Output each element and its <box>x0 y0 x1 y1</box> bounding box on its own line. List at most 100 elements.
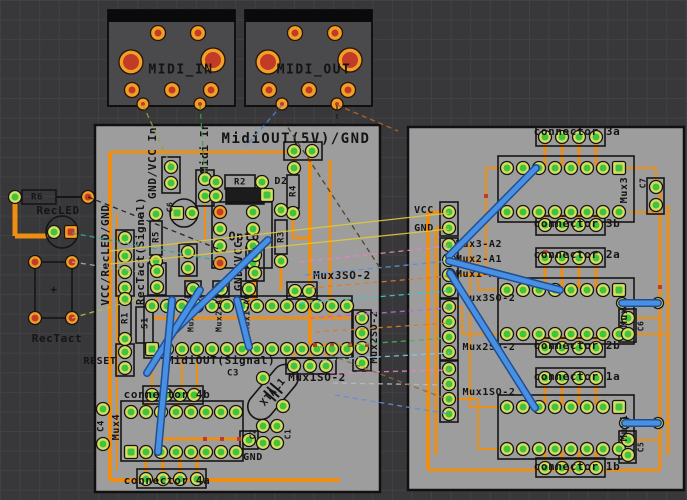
pad-g[interactable] <box>579 441 595 457</box>
pad-g[interactable] <box>279 341 295 357</box>
jumper-wire[interactable] <box>155 297 175 455</box>
pad-g[interactable] <box>245 204 261 220</box>
jumper-wire[interactable] <box>447 270 538 411</box>
pad-g[interactable] <box>155 471 171 487</box>
pad-g[interactable] <box>189 471 205 487</box>
component-outline[interactable] <box>34 261 73 319</box>
pad-g[interactable] <box>172 471 188 487</box>
pad-rr[interactable] <box>80 189 96 205</box>
pad-g[interactable] <box>241 281 257 297</box>
pad-g[interactable] <box>563 326 579 342</box>
pad-g[interactable] <box>515 204 531 220</box>
pad-g[interactable] <box>198 444 214 460</box>
pad-g[interactable] <box>339 298 355 314</box>
pad-g[interactable] <box>595 282 611 298</box>
pad-g[interactable] <box>441 391 457 407</box>
pad-r[interactable] <box>149 24 167 42</box>
pad-r[interactable] <box>123 81 141 99</box>
pad-g[interactable] <box>183 444 199 460</box>
pad-g[interactable] <box>213 444 229 460</box>
pad-g[interactable] <box>168 444 184 460</box>
pad-g[interactable] <box>138 471 154 487</box>
pad-g[interactable] <box>208 188 224 204</box>
pad-g[interactable] <box>219 341 235 357</box>
pad-g[interactable] <box>571 217 587 233</box>
pad-g[interactable] <box>547 204 563 220</box>
pad-g[interactable] <box>212 238 228 254</box>
component-outline[interactable] <box>285 357 337 375</box>
pad-r[interactable] <box>163 81 181 99</box>
pad-g[interactable] <box>441 361 457 377</box>
pad-rq[interactable] <box>63 224 79 240</box>
pad-g[interactable] <box>499 282 515 298</box>
pad-g[interactable] <box>117 344 133 360</box>
pad-r[interactable] <box>202 81 220 99</box>
pad-g[interactable] <box>441 376 457 392</box>
pad-g[interactable] <box>588 129 604 145</box>
pad-g[interactable] <box>547 441 563 457</box>
component-outline[interactable] <box>535 247 606 268</box>
pad-g[interactable] <box>198 404 214 420</box>
pad-g[interactable] <box>537 129 553 145</box>
pad-g[interactable] <box>228 444 244 460</box>
component-outline[interactable] <box>439 201 459 237</box>
pad-g[interactable] <box>149 263 165 279</box>
component-outline[interactable] <box>283 141 323 161</box>
component-outline[interactable] <box>240 280 258 298</box>
pad-gq[interactable] <box>169 205 185 221</box>
pad-r[interactable] <box>339 81 357 99</box>
pad-rl[interactable] <box>118 49 144 75</box>
pad-g[interactable] <box>144 387 160 403</box>
pad-g[interactable] <box>174 341 190 357</box>
pad-g[interactable] <box>554 217 570 233</box>
pad-g[interactable] <box>286 160 302 176</box>
pad-g[interactable] <box>273 253 289 269</box>
pad-g[interactable] <box>537 340 553 356</box>
pad-g[interactable] <box>138 444 154 460</box>
pad-g[interactable] <box>595 399 611 415</box>
pad-g[interactable] <box>441 204 457 220</box>
pad-g[interactable] <box>595 326 611 342</box>
pad-g[interactable] <box>531 441 547 457</box>
pad-g[interactable] <box>354 355 370 371</box>
pad-g[interactable] <box>163 175 179 191</box>
pad-g[interactable] <box>499 399 515 415</box>
component-outline[interactable] <box>439 360 459 423</box>
pad-r[interactable] <box>260 81 278 99</box>
pad-g[interactable] <box>554 129 570 145</box>
pad-g[interactable] <box>184 205 200 221</box>
pad-g[interactable] <box>595 160 611 176</box>
pad-g[interactable] <box>285 205 301 221</box>
pad-g[interactable] <box>117 331 133 347</box>
pad-g[interactable] <box>273 202 289 218</box>
pad-g[interactable] <box>183 404 199 420</box>
pad-g[interactable] <box>117 230 133 246</box>
pad-g[interactable] <box>563 441 579 457</box>
pad-g[interactable] <box>275 398 291 414</box>
pad-g[interactable] <box>255 435 271 451</box>
pad-g[interactable] <box>537 217 553 233</box>
pad-g[interactable] <box>302 358 318 374</box>
pad-g[interactable] <box>204 341 220 357</box>
pad-r2[interactable] <box>330 97 344 111</box>
pad-gq[interactable] <box>259 187 275 203</box>
pad-g[interactable] <box>441 406 457 422</box>
pad-g[interactable] <box>588 340 604 356</box>
pad-g[interactable] <box>595 441 611 457</box>
pad-g[interactable] <box>172 387 188 403</box>
pad-g[interactable] <box>279 298 295 314</box>
pad-g[interactable] <box>620 432 636 448</box>
pad-g[interactable] <box>255 370 271 386</box>
pad-g[interactable] <box>563 160 579 176</box>
pad-g[interactable] <box>588 370 604 386</box>
pad-g[interactable] <box>579 399 595 415</box>
pad-g[interactable] <box>294 298 310 314</box>
pad-g[interactable] <box>117 360 133 376</box>
pad-g[interactable] <box>46 224 62 240</box>
pad-g[interactable] <box>499 204 515 220</box>
pad-g[interactable] <box>588 250 604 266</box>
pad-rl[interactable] <box>337 47 363 73</box>
pad-g[interactable] <box>563 399 579 415</box>
pad-g[interactable] <box>95 436 111 452</box>
pad-g[interactable] <box>579 326 595 342</box>
